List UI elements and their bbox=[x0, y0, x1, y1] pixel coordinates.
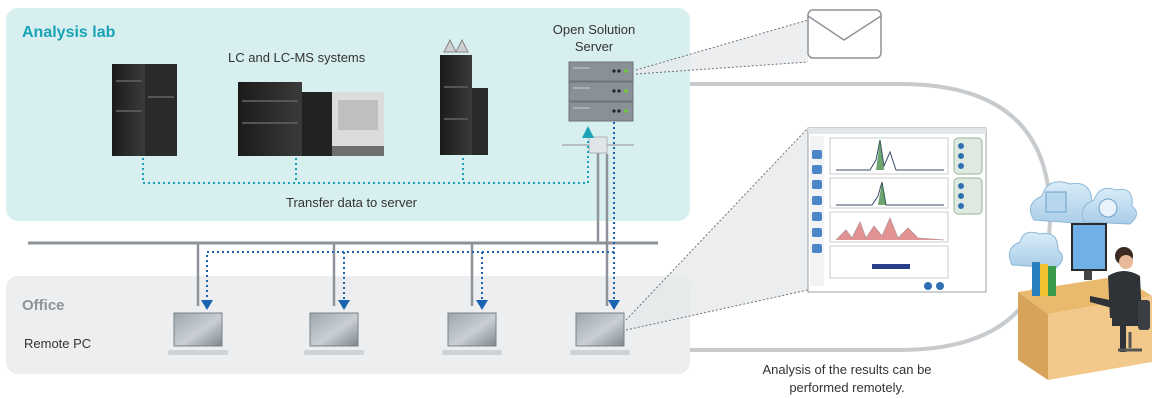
transfer-label: Transfer data to server bbox=[286, 195, 418, 210]
monitor-icon bbox=[570, 312, 630, 355]
systems-label: LC and LC-MS systems bbox=[228, 50, 366, 65]
distribution-lines bbox=[206, 122, 615, 302]
monitor-icon bbox=[304, 312, 364, 355]
person-icon bbox=[1018, 223, 1152, 380]
transfer-lines bbox=[142, 132, 589, 184]
cloud-icon bbox=[1029, 181, 1099, 225]
monitor-icon bbox=[442, 312, 502, 355]
remote-pc-label: Remote PC bbox=[24, 336, 92, 351]
remote-caption-line1: Analysis of the results can be bbox=[762, 362, 932, 377]
instrument-icon bbox=[238, 82, 384, 156]
monitor-icon bbox=[168, 312, 228, 355]
server-icon bbox=[568, 61, 634, 122]
server-label-line1: Open Solution bbox=[552, 22, 636, 37]
office-title: Office bbox=[22, 297, 65, 314]
remote-caption-line2: performed remotely. bbox=[789, 380, 905, 395]
analysis-lab-title: Analysis lab bbox=[22, 24, 116, 41]
instrument-icon bbox=[112, 64, 177, 156]
server-label-line2: Server bbox=[574, 39, 614, 54]
cloud-icon bbox=[1081, 187, 1137, 225]
software-screenshot bbox=[807, 127, 987, 293]
instrument-icon bbox=[440, 38, 488, 155]
envelope-icon bbox=[807, 9, 882, 59]
cloud-icon bbox=[1008, 231, 1063, 269]
